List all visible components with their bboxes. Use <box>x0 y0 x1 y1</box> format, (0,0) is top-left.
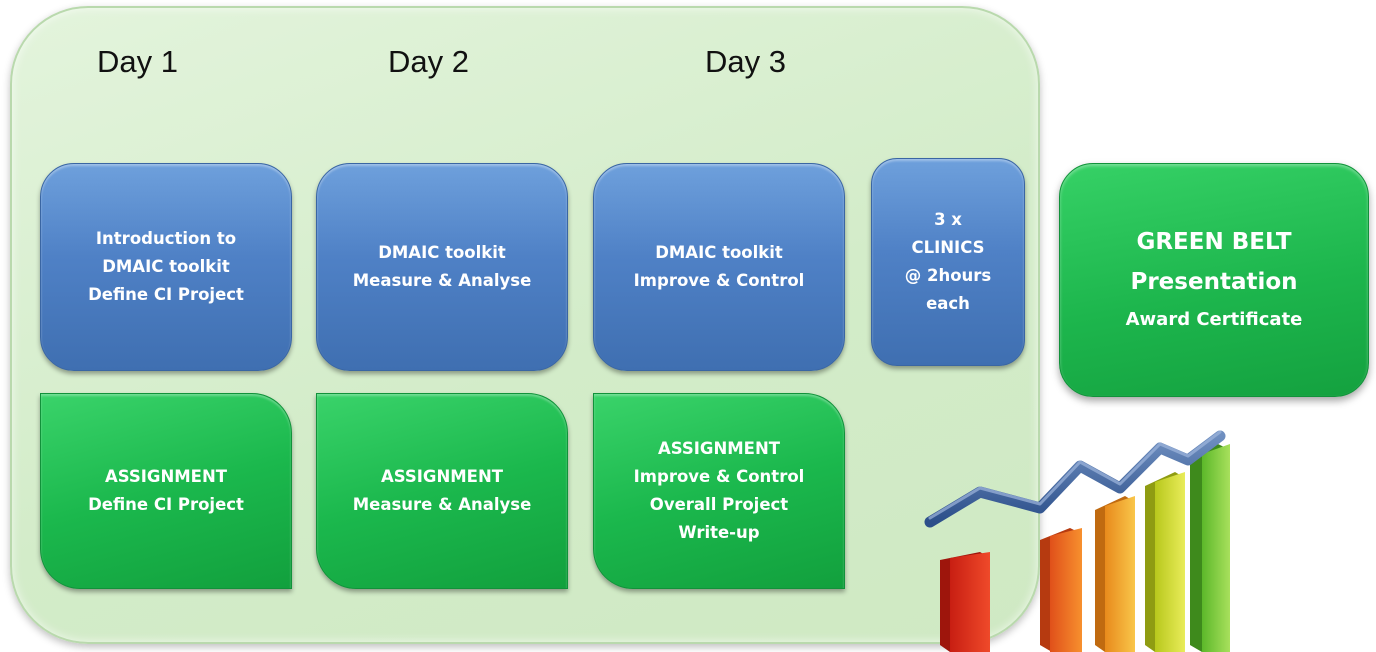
assignment-line: Write-up <box>678 523 760 542</box>
assignment-line: Overall Project <box>649 495 789 514</box>
day-1-session-box: Introduction to DMAIC toolkit Define CI … <box>40 163 292 371</box>
session-line: Define CI Project <box>88 285 244 304</box>
day-3-label: Day 3 <box>705 44 786 79</box>
session-line: Measure & Analyse <box>352 271 532 290</box>
assignment-line: ASSIGNMENT <box>104 467 228 486</box>
session-line: Introduction to <box>95 229 237 248</box>
clinics-line: CLINICS <box>911 238 985 257</box>
session-line: DMAIC toolkit <box>102 257 230 276</box>
assignment-line: Define CI Project <box>88 495 244 514</box>
bar-chart-with-trend-line-icon <box>924 430 1230 652</box>
day-3-session-box: DMAIC toolkit Improve & Control <box>593 163 845 371</box>
assignment-line: ASSIGNMENT <box>657 439 781 458</box>
assignment-line: Improve & Control <box>633 467 805 486</box>
day-2-assignment-box: ASSIGNMENT Measure & Analyse <box>316 393 568 589</box>
day-2-session-box: DMAIC toolkit Measure & Analyse <box>316 163 568 371</box>
assignment-line: Measure & Analyse <box>352 495 532 514</box>
day-3-assignment-box: ASSIGNMENT Improve & Control Overall Pro… <box>593 393 845 589</box>
clinics-line: @ 2hours <box>904 266 992 285</box>
award-subtitle: Presentation <box>1130 269 1298 295</box>
clinics-line: 3 x <box>934 210 962 229</box>
green-belt-award-box: GREEN BELT Presentation Award Certificat… <box>1059 163 1369 397</box>
session-line: Improve & Control <box>633 271 805 290</box>
session-line: DMAIC toolkit <box>378 243 506 262</box>
award-title: GREEN BELT <box>1136 229 1292 255</box>
clinics-box: 3 x CLINICS @ 2hours each <box>871 158 1025 366</box>
day-1-label: Day 1 <box>97 44 178 79</box>
clinics-line: each <box>926 294 970 313</box>
award-certificate-label: Award Certificate <box>1125 309 1303 330</box>
assignment-line: ASSIGNMENT <box>380 467 504 486</box>
day-2-label: Day 2 <box>388 44 469 79</box>
day-1-assignment-box: ASSIGNMENT Define CI Project <box>40 393 292 589</box>
session-line: DMAIC toolkit <box>655 243 783 262</box>
